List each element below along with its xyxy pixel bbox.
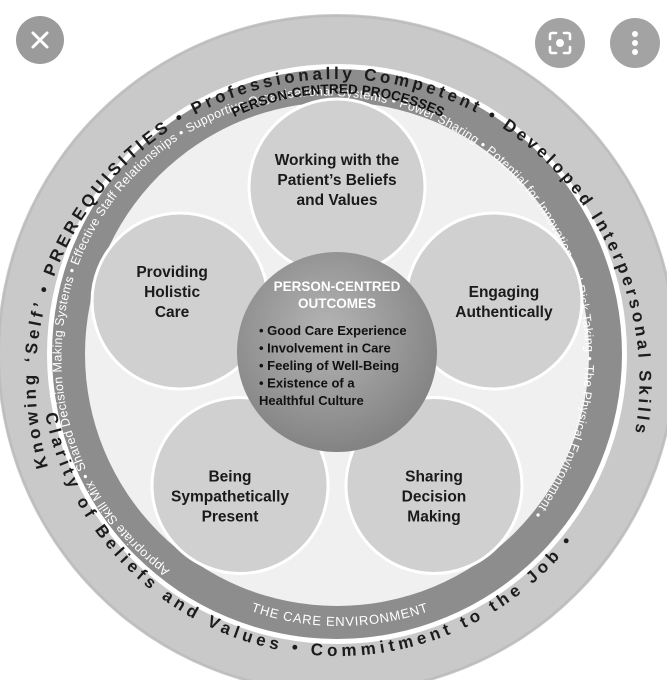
petal-working-with-beliefs-label-line: Patient’s Beliefs	[277, 172, 396, 189]
more-options-button[interactable]	[610, 18, 660, 68]
petal-sharing-decision-making-label-line: Decision	[402, 488, 467, 505]
petal-working-with-beliefs-label-line: Working with the	[275, 152, 400, 169]
petal-being-sympathetically-present	[150, 395, 330, 575]
outcome-item: • Involvement in Care	[259, 341, 391, 356]
petal-sharing-decision-making	[344, 395, 524, 575]
petal-being-sympathetically-present-label-line: Present	[202, 508, 259, 525]
more-vertical-icon	[632, 31, 638, 55]
outcome-item: • Existence of a	[259, 376, 355, 391]
petal-being-sympathetically-present-label-line: Sympathetically	[171, 488, 289, 505]
petal-being-sympathetically-present-label-line: Being	[208, 468, 251, 485]
petal-providing-holistic-care-label-line: Providing	[136, 264, 207, 281]
petal-working-with-beliefs-label-line: and Values	[297, 192, 378, 209]
petal-sharing-decision-making-label-line: Making	[407, 508, 460, 525]
outcomes-title-line: OUTCOMES	[298, 296, 376, 311]
outcome-item: • Feeling of Well-Being	[259, 358, 399, 373]
petal-providing-holistic-care-label-line: Holistic	[144, 284, 200, 301]
outcomes-center-circle	[237, 252, 437, 452]
outcome-item: Healthful Culture	[259, 393, 364, 408]
outcome-item: • Good Care Experience	[259, 323, 407, 338]
petal-engaging-authentically-label-line: Authentically	[455, 304, 553, 321]
outcomes-title-line: PERSON-CENTRED	[274, 279, 401, 294]
petal-engaging-authentically-label-line: Engaging	[469, 284, 540, 301]
petal-sharing-decision-making-label-line: Sharing	[405, 468, 463, 485]
close-button[interactable]	[16, 16, 64, 64]
close-icon	[31, 31, 49, 49]
lens-button[interactable]	[535, 18, 585, 68]
petal-providing-holistic-care-label-line: Care	[155, 304, 190, 321]
lens-icon	[548, 31, 572, 55]
